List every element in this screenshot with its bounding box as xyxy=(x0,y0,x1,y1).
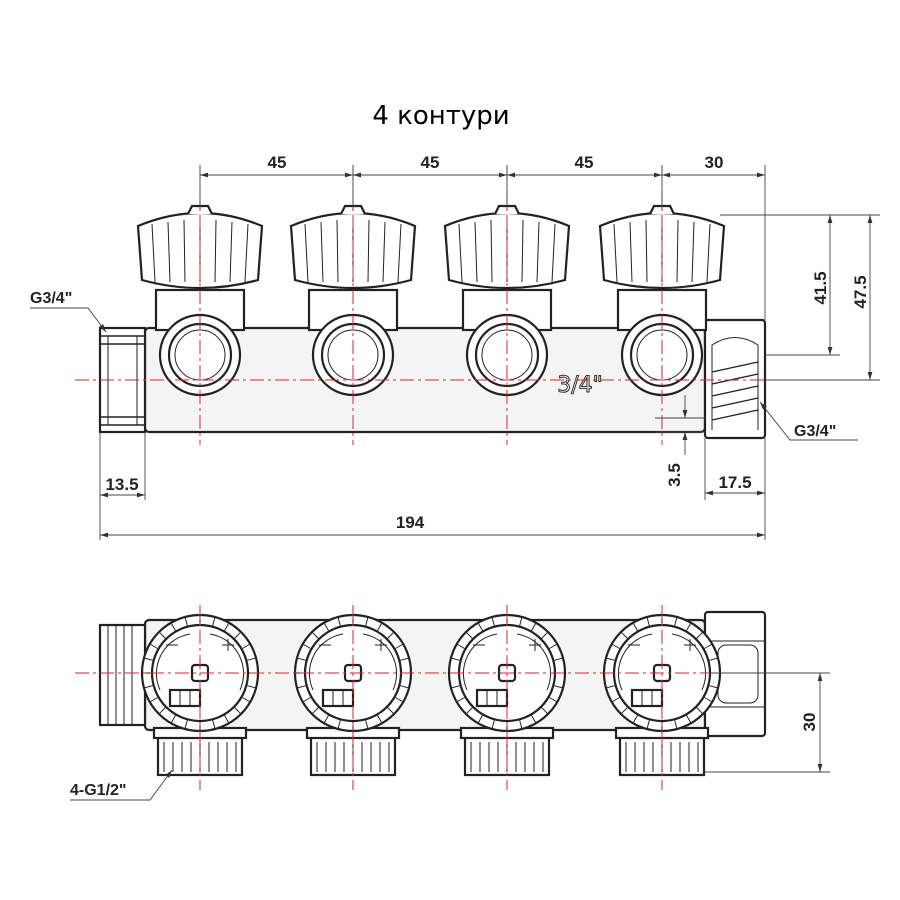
front-view: 30 4-G1/2" xyxy=(70,605,830,801)
loop-front-4 xyxy=(602,605,722,790)
loop-top-2 xyxy=(289,165,417,445)
height-outer: 47.5 xyxy=(851,275,870,308)
loop-top-3 xyxy=(443,165,571,445)
outlet-thread-label: G3/4" xyxy=(794,423,836,440)
top-view: 3/4" 45 45 45 30 41.5 xyxy=(30,153,880,540)
branch-length: 30 xyxy=(800,713,819,732)
spacing-2: 45 xyxy=(421,153,440,172)
total-length: 194 xyxy=(396,513,425,532)
body-size-mark: 3/4" xyxy=(557,373,603,398)
port-3 xyxy=(465,313,549,397)
branch-thread-callout: 4-G1/2" xyxy=(70,769,173,801)
branch-length-dimension: 30 xyxy=(705,672,830,773)
right-thread-dimension: 17.5 xyxy=(704,438,766,540)
outlet-female-nut xyxy=(703,318,767,440)
spacing-dimensions: 45 45 45 30 xyxy=(199,153,766,320)
spacing-3: 45 xyxy=(575,153,594,172)
bottom-offset: 3.5 xyxy=(665,463,684,487)
loop-top-1 xyxy=(136,165,264,445)
front-outlet-nut xyxy=(703,610,767,738)
inlet-thread-label: G3/4" xyxy=(30,290,72,307)
right-thread-length: 17.5 xyxy=(718,473,751,492)
bottom-offset-dimension: 3.5 xyxy=(655,395,705,487)
top-loops xyxy=(136,165,726,445)
height-dimensions: 41.5 47.5 xyxy=(720,214,880,381)
total-length-dimension: 194 xyxy=(100,513,765,538)
port-4 xyxy=(620,313,704,397)
left-thread-dimension: 13.5 xyxy=(99,432,146,540)
height-inner: 41.5 xyxy=(811,271,830,304)
loop-top-4 xyxy=(598,165,726,445)
front-inlet-thread xyxy=(98,623,147,727)
inlet-thread-callout: G3/4" xyxy=(30,290,107,333)
spacing-1: 45 xyxy=(268,153,287,172)
spacing-4: 30 xyxy=(705,153,724,172)
loop-front-3 xyxy=(447,605,567,790)
loop-front-2 xyxy=(293,605,413,790)
left-thread-length: 13.5 xyxy=(105,475,138,494)
outlet-thread-callout: G3/4" xyxy=(759,401,858,441)
drawing-title: 4 контури xyxy=(372,101,509,131)
branch-thread-label: 4-G1/2" xyxy=(70,782,127,799)
loop-front-1 xyxy=(140,605,260,790)
